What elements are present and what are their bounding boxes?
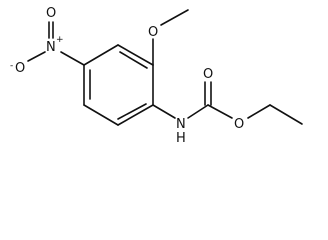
amide-h-label: H	[176, 131, 186, 146]
carbonyl-to-ester-o-bond	[207, 104, 233, 119]
ring-bond-3	[117, 104, 154, 126]
ring-bond-1	[117, 44, 154, 66]
ring-bond-4	[83, 104, 119, 126]
nh-to-carbonyl-bond	[187, 104, 209, 119]
ring-double-2	[117, 103, 147, 120]
structure-diagram: N + O O - O N H O O	[10, 6, 303, 146]
carbamate-group: N H O O	[152, 67, 303, 146]
nitro-group: N + O O -	[10, 6, 85, 76]
methoxy-group: O	[148, 9, 189, 66]
ring-to-nitro-bond	[60, 51, 85, 66]
nitro-o-charge: -	[10, 61, 13, 71]
ch2-to-ch3-bond	[269, 104, 303, 125]
methoxy-o-label: O	[148, 25, 158, 40]
nitro-o-top-label: O	[46, 6, 56, 21]
ring-bond-6	[83, 44, 119, 66]
ester-o-label: O	[234, 117, 244, 132]
ester-o-to-ch2-bond	[247, 104, 271, 119]
carbonyl-o-label: O	[203, 67, 213, 82]
ring-double-1	[119, 51, 148, 69]
ring-to-nh-bond	[152, 104, 176, 119]
benzene-ring	[83, 44, 154, 126]
nitro-single-bond	[27, 51, 46, 62]
amide-n-label: N	[176, 117, 186, 132]
molecule-svg: N + O O - O N H O O	[10, 6, 303, 146]
nitro-n-charge: +	[56, 35, 64, 45]
nitro-o-bottom-label: O	[15, 61, 25, 76]
nitro-n-label: N	[46, 40, 56, 55]
methoxy-o-to-methyl-bond	[160, 9, 189, 26]
